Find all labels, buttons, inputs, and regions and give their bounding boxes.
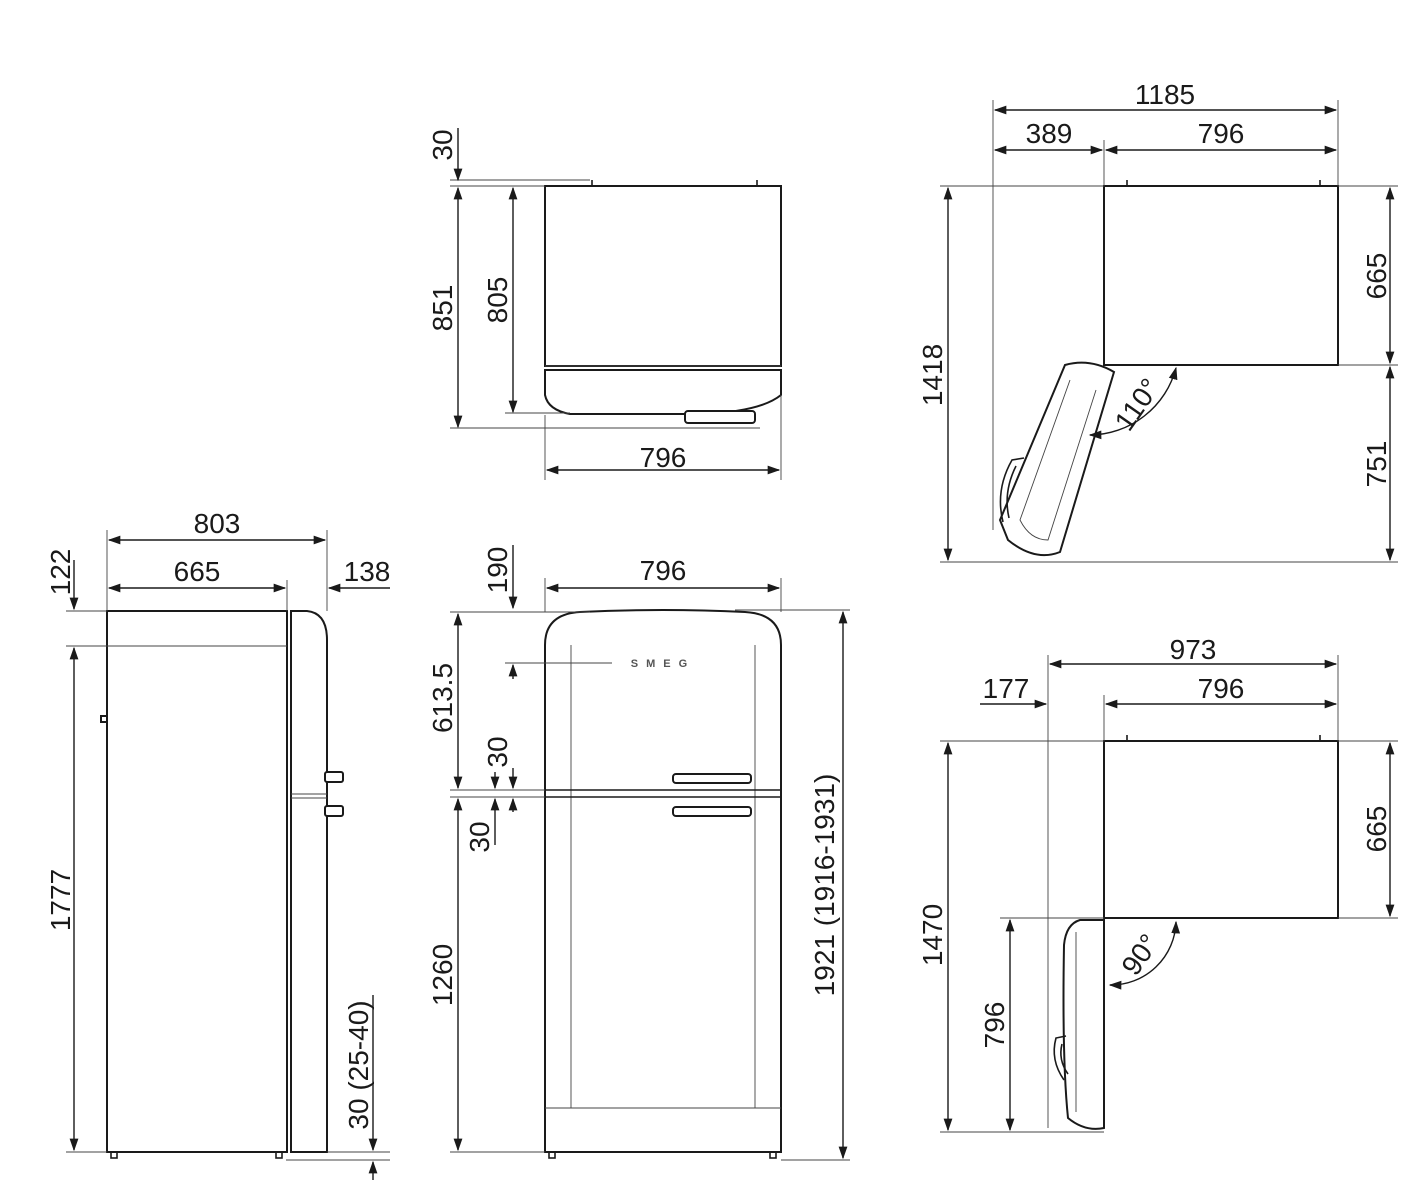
top-depth-total-label: 851 bbox=[427, 285, 458, 332]
open-110-door-depth-label: 751 bbox=[1361, 441, 1392, 488]
side-width-total-label: 803 bbox=[194, 508, 241, 539]
open-90-total-label: 1470 bbox=[917, 904, 948, 966]
side-view: 803 665 138 122 1777 30 (25-40) bbox=[45, 508, 390, 1180]
fridge-handle bbox=[672, 806, 752, 817]
front-gap-upper-label: 30 bbox=[482, 736, 513, 767]
open-110-total-depth-label: 1185 bbox=[1135, 79, 1195, 110]
front-fridge-height-label: 1260 bbox=[427, 944, 458, 1006]
top-view: 30 851 805 796 bbox=[427, 128, 782, 480]
open-90-angle-label: 90° bbox=[1115, 928, 1165, 980]
front-logo: SMEG bbox=[631, 658, 695, 670]
top-depth-body-label: 805 bbox=[482, 277, 513, 324]
top-view-door bbox=[544, 369, 782, 415]
side-top-offset-label: 122 bbox=[45, 549, 76, 596]
open-90-view: 973 177 796 1470 796 665 90° bbox=[917, 634, 1398, 1133]
open-90-body bbox=[1103, 740, 1339, 919]
front-view: SMEG 796 190 613.5 30 30 1260 1921 (1916… bbox=[427, 545, 850, 1161]
side-view-body bbox=[106, 610, 288, 1153]
side-door-depth-label: 138 bbox=[344, 556, 391, 587]
open-90-door bbox=[1062, 919, 1105, 1130]
front-height-total-label: 1921 (1916-1931) bbox=[809, 774, 840, 997]
top-clearance-label: 30 bbox=[427, 129, 458, 160]
open-90-body-depth-label: 665 bbox=[1361, 806, 1392, 853]
top-width-label: 796 bbox=[640, 442, 687, 473]
front-view-body bbox=[544, 609, 782, 1153]
open-90-width-label: 796 bbox=[1198, 673, 1245, 704]
open-110-door bbox=[998, 361, 1116, 556]
side-feet-label: 30 (25-40) bbox=[343, 1000, 374, 1129]
top-view-handle bbox=[684, 410, 756, 424]
side-height-label: 1777 bbox=[45, 869, 76, 931]
open-110-width-label: 796 bbox=[1198, 118, 1245, 149]
open-90-door-offset-label: 177 bbox=[983, 673, 1030, 704]
open-110-total-label: 1418 bbox=[917, 344, 948, 406]
front-width-label: 796 bbox=[640, 555, 687, 586]
open-110-body bbox=[1103, 185, 1339, 366]
side-view-door bbox=[290, 610, 328, 1153]
front-freezer-height-label: 613.5 bbox=[427, 663, 458, 733]
front-logo-offset-label: 190 bbox=[482, 547, 513, 594]
top-view-body bbox=[544, 185, 782, 367]
open-110-body-depth-label: 665 bbox=[1361, 253, 1392, 300]
open-90-door-width-label: 796 bbox=[979, 1002, 1010, 1049]
open-110-view: 1185 389 796 1418 665 751 110° bbox=[917, 79, 1398, 563]
open-110-door-swing-label: 389 bbox=[1026, 118, 1073, 149]
side-width-body-label: 665 bbox=[174, 556, 221, 587]
open-90-total-width-label: 973 bbox=[1170, 634, 1217, 665]
freezer-handle bbox=[672, 773, 752, 784]
front-gap-lower-label: 30 bbox=[464, 821, 495, 852]
